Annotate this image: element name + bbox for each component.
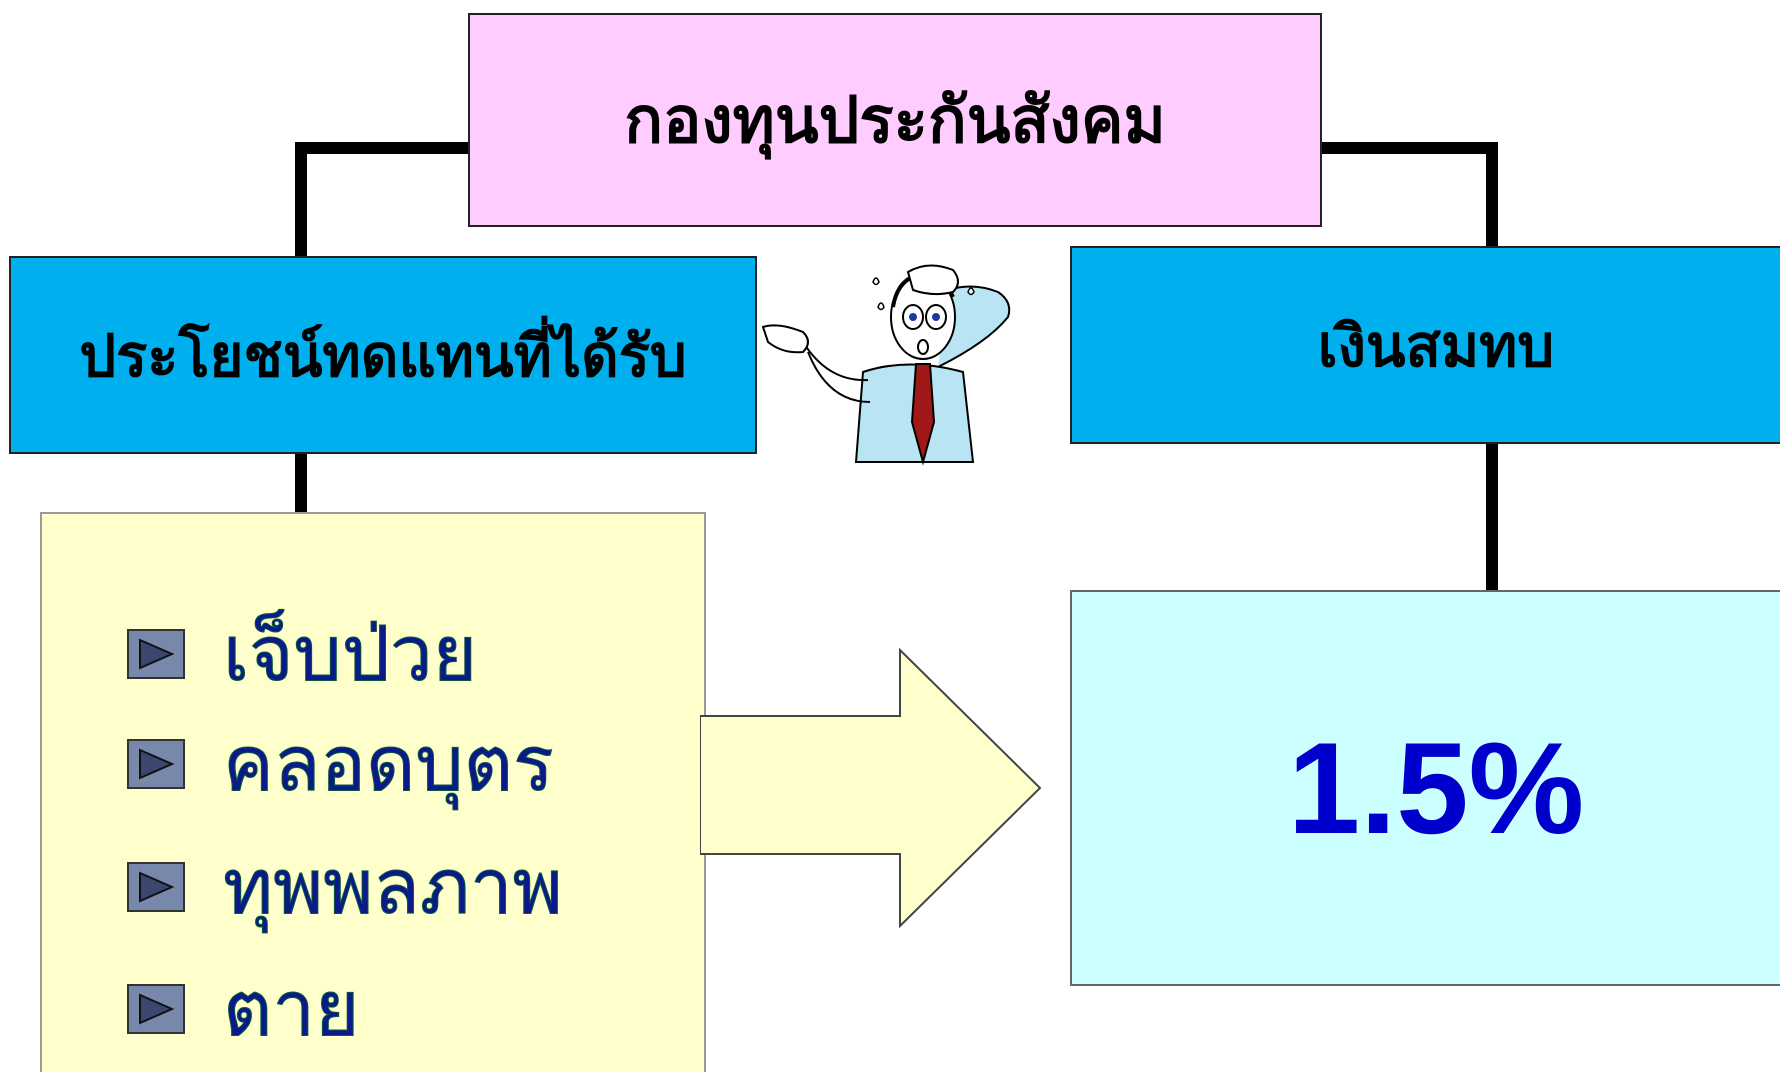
- benefits-heading-box: ประโยชน์ทดแทนที่ได้รับ: [9, 256, 757, 454]
- benefits-list: เจ็บป่วย คลอดบุตร ทุพพลภาพ ตาย: [127, 599, 563, 1064]
- benefit-label: คลอดบุตร: [223, 719, 555, 809]
- triangle-right-icon: [127, 739, 185, 789]
- benefits-list-box: เจ็บป่วย คลอดบุตร ทุพพลภาพ ตาย: [40, 512, 706, 1072]
- triangle-right-icon: [127, 629, 185, 679]
- right-arrow-icon: [700, 648, 1042, 928]
- list-item: ทุพพลภาพ: [127, 819, 563, 954]
- list-item: เจ็บป่วย: [127, 599, 563, 709]
- benefit-label: เจ็บป่วย: [222, 609, 478, 699]
- benefit-label: ทุพพลภาพ: [223, 841, 564, 931]
- contribution-rate: 1.5%: [1287, 715, 1585, 861]
- contribution-heading-box: เงินสมทบ: [1070, 246, 1780, 444]
- fund-title-box: กองทุนประกันสังคม: [468, 13, 1322, 227]
- triangle-right-icon: [127, 861, 185, 912]
- contribution-rate-box: 1.5%: [1070, 590, 1780, 986]
- benefit-label: ตาย: [223, 964, 361, 1054]
- benefits-heading: ประโยชน์ทดแทนที่ได้รับ: [79, 321, 687, 390]
- contribution-heading: เงินสมทบ: [1317, 311, 1555, 380]
- list-item: ตาย: [127, 954, 563, 1064]
- confused-man-icon: [761, 264, 1011, 466]
- list-item: คลอดบุตร: [127, 709, 563, 819]
- triangle-right-icon: [127, 984, 185, 1034]
- fund-title: กองทุนประกันสังคม: [624, 84, 1166, 158]
